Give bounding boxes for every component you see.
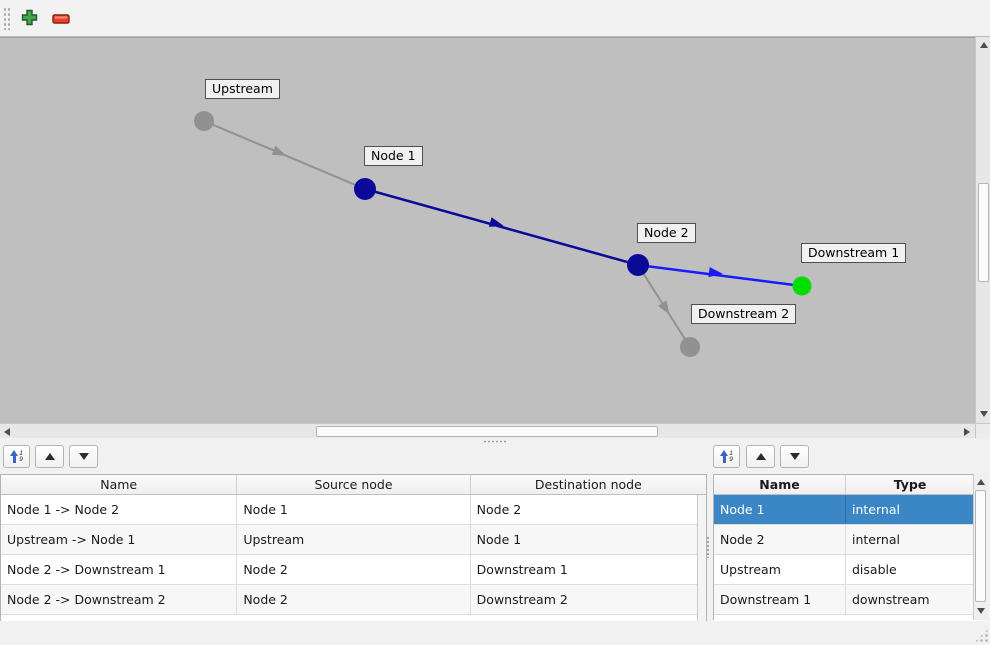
- column-header-type[interactable]: Type: [893, 477, 927, 492]
- node-label-upstream[interactable]: Upstream: [205, 79, 280, 99]
- node-table: Name Type Node 1 internal Node 2 interna…: [713, 474, 987, 621]
- remove-minus-icon: [52, 12, 70, 27]
- table-row[interactable]: Node 2 internal: [714, 525, 986, 555]
- column-header-name[interactable]: Name: [714, 475, 846, 494]
- move-up-icon: [44, 453, 55, 460]
- edge-table-header: Name Source node Destination node: [1, 475, 706, 495]
- cell-destination: Downstream 2: [476, 592, 568, 607]
- remove-button[interactable]: [48, 6, 74, 32]
- edge-node2-downstream1[interactable]: [637, 263, 803, 288]
- edge-table-scroll-gutter: [697, 495, 706, 621]
- scrollbar-corner: [975, 423, 990, 438]
- sort-top-char: 1: [19, 449, 23, 457]
- table-row[interactable]: Downstream 1 downstream: [714, 585, 986, 615]
- node-move-up-button[interactable]: [746, 445, 775, 468]
- empty-row-space: [714, 615, 986, 621]
- move-down-icon: [78, 453, 89, 460]
- node-node2[interactable]: [627, 254, 649, 276]
- cell-type: internal: [852, 532, 900, 547]
- column-header-name[interactable]: Name: [1, 475, 238, 494]
- node-table-scrollbar[interactable]: [973, 474, 987, 620]
- horizontal-scroll-thumb[interactable]: [316, 426, 658, 437]
- move-down-icon: [789, 453, 800, 460]
- table-row-selected[interactable]: Node 1 internal: [714, 495, 986, 525]
- cell-name: Node 2 -> Downstream 2: [1, 585, 238, 614]
- add-plus-icon: [21, 9, 38, 29]
- edge-table: Name Source node Destination node Node 1…: [0, 474, 707, 621]
- horizontal-splitter[interactable]: [0, 438, 990, 444]
- node-downstream2[interactable]: [680, 337, 700, 357]
- canvas-vertical-scrollbar[interactable]: [975, 37, 990, 423]
- node-table-scroll-thumb[interactable]: [975, 490, 986, 602]
- cell-destination: Node 1: [476, 532, 522, 547]
- window-resize-grip[interactable]: [974, 628, 989, 643]
- scroll-down-icon[interactable]: [980, 411, 988, 417]
- cell-source: Node 1: [237, 495, 471, 524]
- empty-row-space: [1, 615, 706, 621]
- arrowhead-node2-downstream2: [658, 300, 670, 315]
- table-row[interactable]: Upstream disable: [714, 555, 986, 585]
- scroll-up-icon[interactable]: [977, 479, 985, 485]
- node-label-downstream2[interactable]: Downstream 2: [691, 304, 797, 324]
- cell-type: disable: [852, 562, 897, 577]
- cell-name: Node 1: [714, 495, 846, 524]
- cell-name: Upstream: [714, 555, 846, 584]
- node-table-header: Name Type: [714, 475, 986, 495]
- arrowhead-node1-node2: [488, 217, 504, 227]
- scroll-up-icon[interactable]: [980, 42, 988, 48]
- graph-canvas[interactable]: Upstream Node 1 Node 2 Downstream 1 Down…: [0, 37, 975, 423]
- column-header-destination[interactable]: Destination node: [534, 477, 642, 492]
- cell-name: Downstream 1: [714, 585, 846, 614]
- cell-type: internal: [852, 502, 900, 517]
- node-upstream[interactable]: [194, 111, 214, 131]
- edge-node1-node2[interactable]: [364, 187, 639, 267]
- splitter-handle-icon: [483, 440, 507, 443]
- edge-move-down-button[interactable]: [69, 445, 98, 468]
- scroll-right-icon[interactable]: [964, 428, 970, 436]
- table-row[interactable]: Node 1 -> Node 2 Node 1 Node 2: [1, 495, 706, 525]
- main-toolbar: [0, 0, 990, 37]
- table-row[interactable]: Upstream -> Node 1 Upstream Node 1: [1, 525, 706, 555]
- vertical-scroll-thumb[interactable]: [978, 183, 989, 282]
- cell-destination: Node 2: [476, 502, 522, 517]
- graph-svg: [194, 111, 812, 357]
- node-label-downstream1[interactable]: Downstream 1: [801, 243, 907, 263]
- sort-top-char: 1: [729, 449, 733, 457]
- vertical-splitter-handle[interactable]: [706, 536, 710, 558]
- cell-name: Node 2 -> Downstream 1: [1, 555, 238, 584]
- cell-type: downstream: [852, 592, 930, 607]
- column-header-source[interactable]: Source node: [237, 475, 471, 494]
- move-up-icon: [755, 453, 766, 460]
- sort-bottom-char: 9: [729, 455, 733, 463]
- node-label-node1[interactable]: Node 1: [364, 146, 423, 166]
- add-button[interactable]: [16, 6, 42, 32]
- cell-source: Node 2: [237, 585, 471, 614]
- cell-name: Node 1 -> Node 2: [1, 495, 238, 524]
- arrowhead-upstream-node1: [271, 145, 287, 156]
- scroll-down-icon[interactable]: [977, 608, 985, 614]
- cell-source: Node 2: [237, 555, 471, 584]
- cell-destination: Downstream 1: [476, 562, 568, 577]
- cell-source: Upstream: [237, 525, 471, 554]
- node-node1[interactable]: [354, 178, 376, 200]
- edge-move-up-button[interactable]: [35, 445, 64, 468]
- cell-name: Upstream -> Node 1: [1, 525, 238, 554]
- cell-name: Node 2: [714, 525, 846, 554]
- toolbar-drag-handle[interactable]: [3, 7, 11, 30]
- table-row[interactable]: Node 2 -> Downstream 2 Node 2 Downstream…: [1, 585, 706, 615]
- arrowhead-node2-downstream1: [708, 267, 723, 278]
- node-label-node2[interactable]: Node 2: [637, 223, 696, 243]
- scroll-left-icon[interactable]: [4, 428, 10, 436]
- sort-bottom-char: 9: [19, 455, 23, 463]
- table-row[interactable]: Node 2 -> Downstream 1 Node 2 Downstream…: [1, 555, 706, 585]
- canvas-horizontal-scrollbar[interactable]: [0, 423, 975, 438]
- node-move-down-button[interactable]: [780, 445, 809, 468]
- node-downstream1[interactable]: [792, 276, 812, 296]
